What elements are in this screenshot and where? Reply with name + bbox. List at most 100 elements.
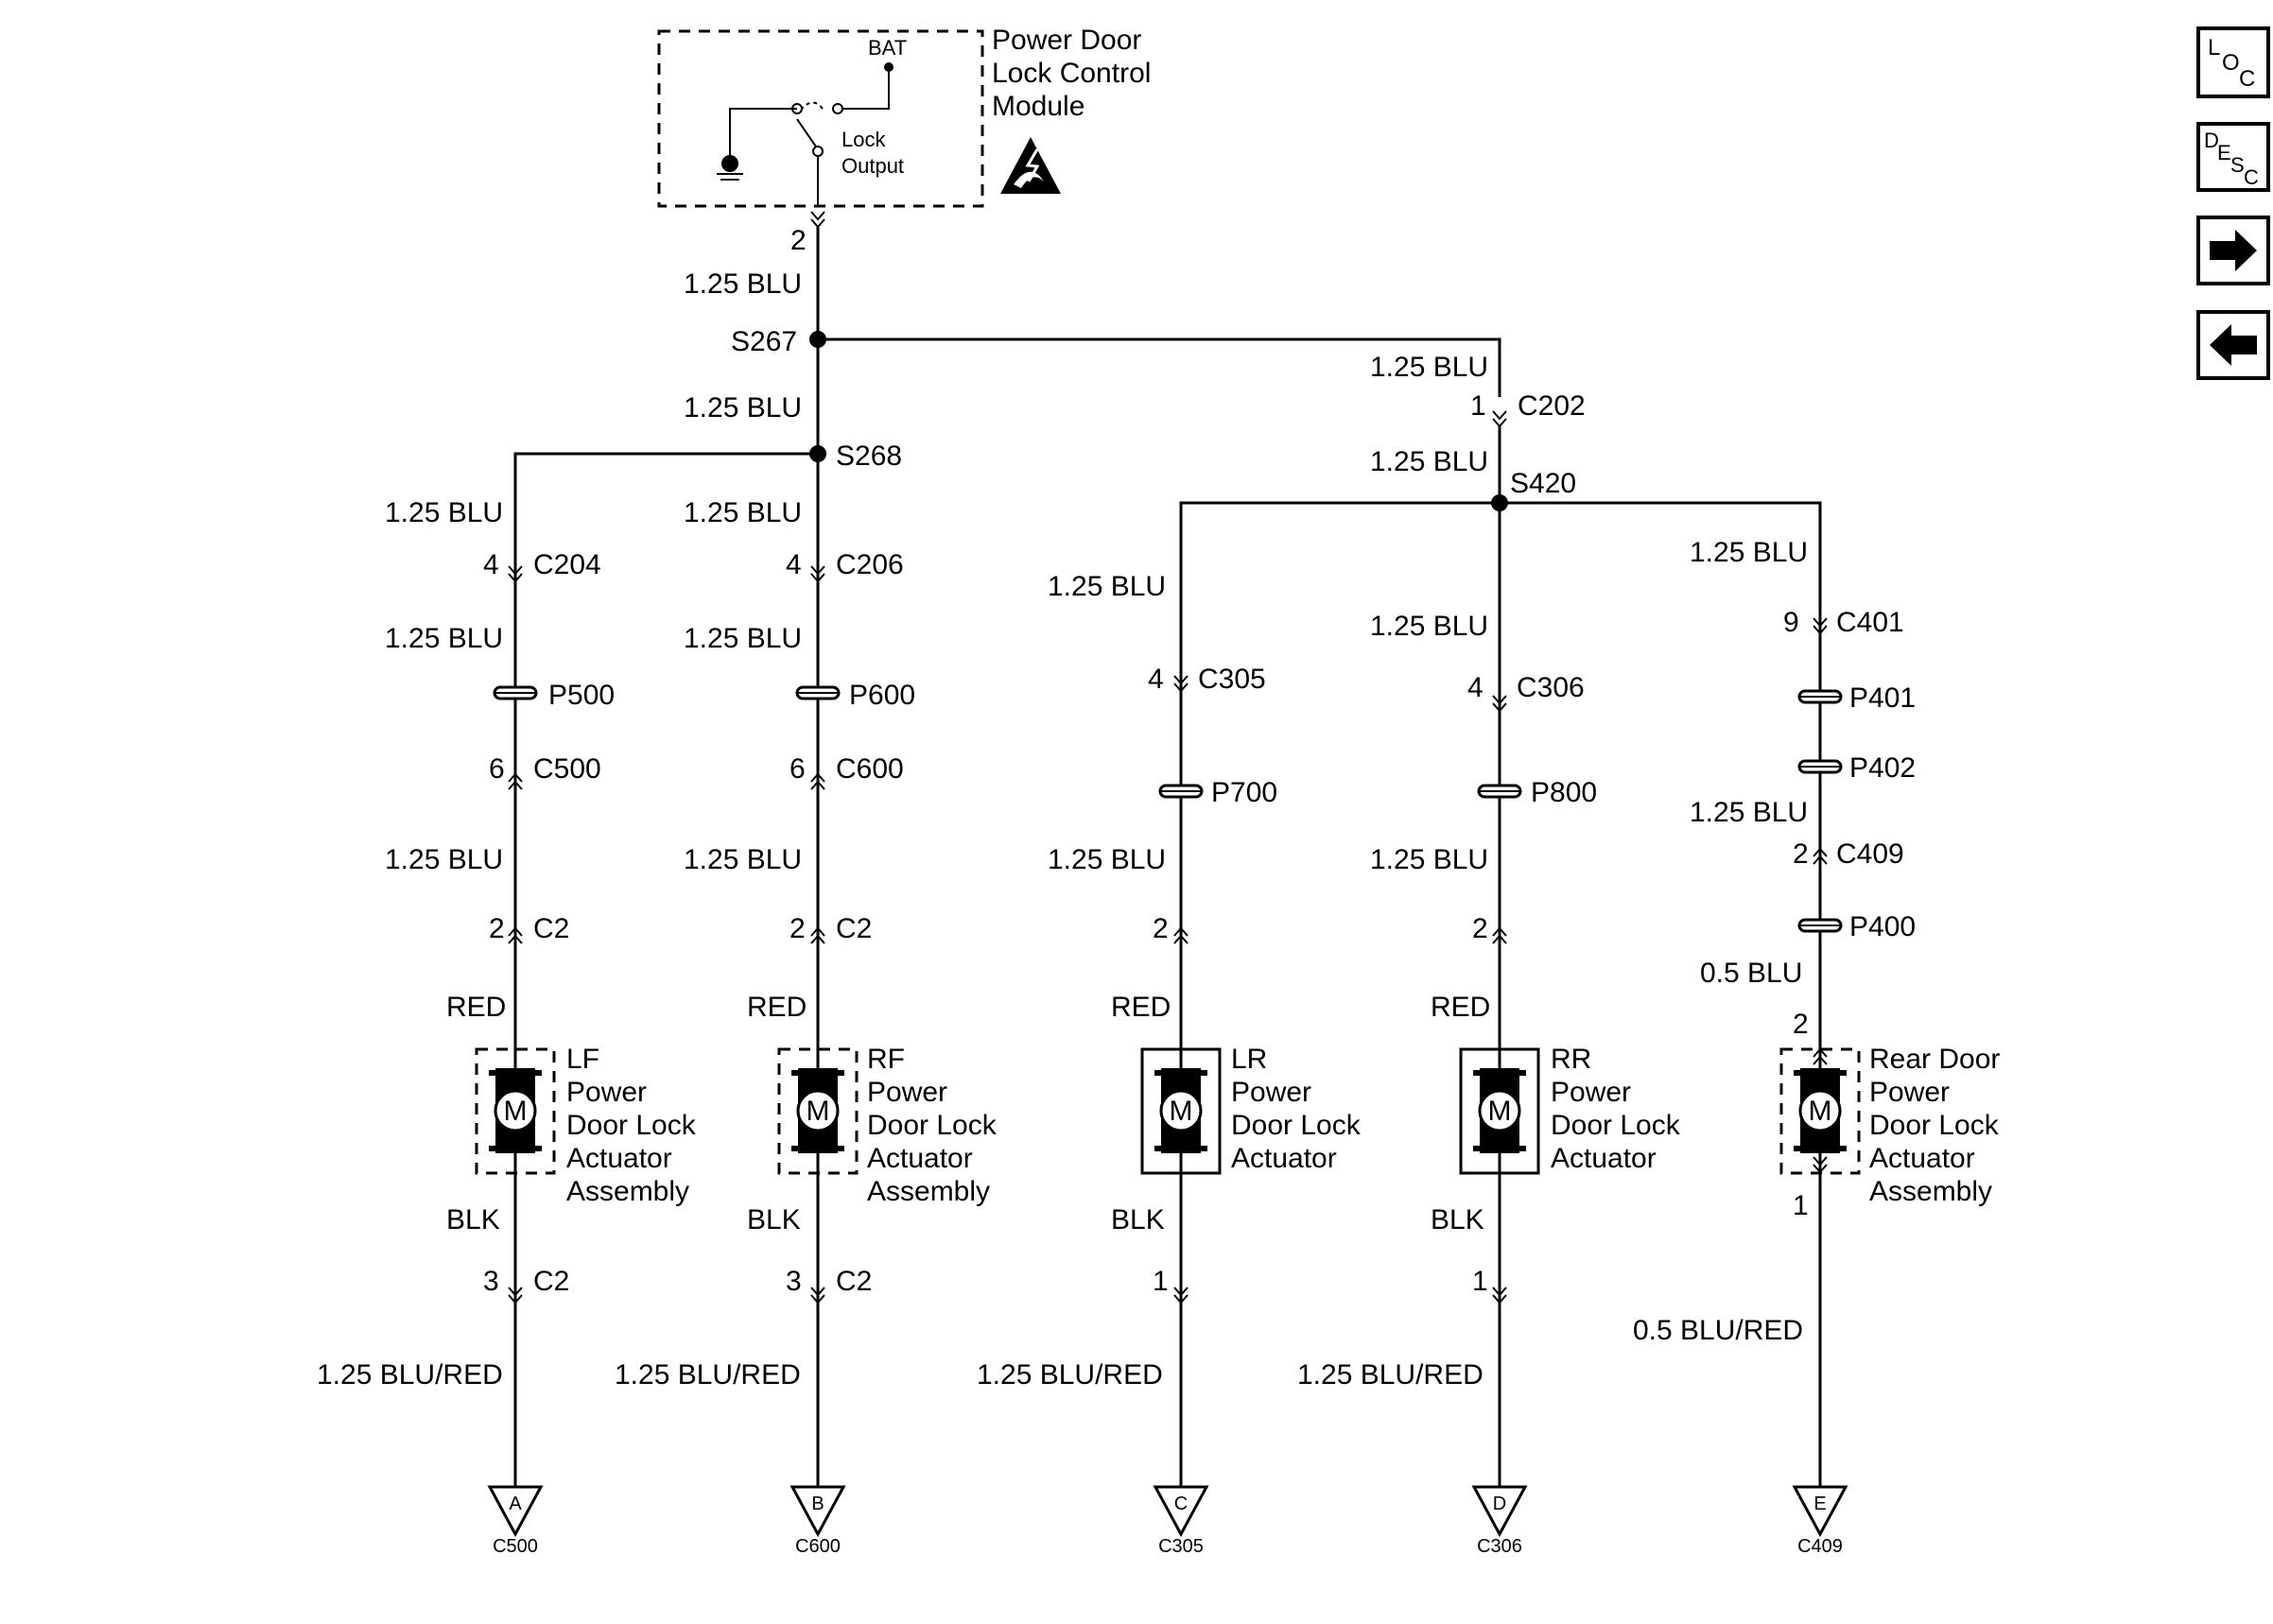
rf-actuator-name: Assembly [867, 1176, 990, 1207]
c202-pin-label: 1 [1470, 390, 1486, 422]
rf-c206-label: C206 [836, 549, 904, 580]
nav-buttons: L O C D E S C [2196, 26, 2270, 380]
rf-actuator-name: Power [867, 1077, 947, 1108]
loc-letter: L [2208, 35, 2220, 60]
ground-a-letter: A [509, 1494, 522, 1514]
lf-c500-label: C500 [533, 753, 601, 785]
rr-blk-wire-label: BLK [1431, 1204, 1484, 1235]
desc-button[interactable]: D E S C [2196, 122, 2270, 192]
rear-actuator-name: Assembly [1869, 1176, 1992, 1207]
ground-c-letter: C [1174, 1494, 1188, 1514]
desc-letter: S [2230, 153, 2245, 177]
lock-output-label-line-2: Output [842, 154, 904, 178]
rear-p400-label: P400 [1849, 911, 1916, 942]
rf-c2-pin: 2 [789, 913, 806, 944]
rear-actuator-name: Door Lock [1869, 1110, 2000, 1141]
lf-actuator-name: Door Lock [566, 1110, 697, 1141]
arrow-left-icon [2210, 324, 2257, 366]
ground-b-letter: B [811, 1494, 824, 1514]
rear-actuator-name: Power [1869, 1077, 1950, 1108]
rr-red-wire-label: RED [1431, 992, 1490, 1023]
lock-output-label-line-1: Lock [842, 128, 886, 151]
rf-c206-pin: 4 [786, 549, 802, 580]
rear-actuator-name: Rear Door [1869, 1044, 2000, 1075]
main-feed-circuit: 2 1.25 BLU S267 1.25 BLU S268 1.25 BLU 1… [684, 211, 1586, 511]
rf-actuator-name: Actuator [867, 1143, 973, 1174]
module-title-line-2: Lock Control [992, 58, 1151, 89]
lf-actuator-name: Actuator [566, 1143, 672, 1174]
rr-ground-wire-label: 1.25 BLU/RED [1297, 1359, 1484, 1391]
lf-c204-pin: 4 [483, 549, 499, 580]
ground-e-letter: E [1813, 1494, 1826, 1514]
rr-pin-2: 2 [1472, 913, 1488, 944]
s267-s268-wire-label: 1.25 BLU [684, 392, 802, 423]
loc-letter: O [2222, 50, 2240, 76]
rf-p600-label: P600 [849, 680, 915, 711]
lf-red-wire-label: RED [446, 992, 506, 1023]
power-door-lock-control-module: Power Door Lock Control Module BAT Lock … [657, 25, 1151, 208]
lf-actuator-name: Assembly [566, 1176, 689, 1207]
lf-actuator-name: Power [566, 1077, 647, 1108]
rear-c401-label: C401 [1836, 607, 1904, 638]
lf-wire-label: 1.25 BLU [385, 844, 503, 875]
next-page-button[interactable] [2196, 216, 2270, 285]
ground-e-connector: C409 [1797, 1536, 1843, 1557]
rear-c409-pin: 2 [1793, 838, 1809, 870]
rr-actuator-name: RR [1551, 1044, 1591, 1075]
lf-actuator-circuit: 1.25 BLU 4 C204 1.25 BLU P500 6 C500 1.2… [317, 452, 818, 1557]
rf-wire-label: 1.25 BLU [684, 497, 802, 528]
lf-c2-label: C2 [533, 913, 569, 944]
lf-motor-label: M [504, 1096, 528, 1127]
loc-button[interactable]: L O C [2196, 26, 2270, 98]
rr-motor-label: M [1488, 1096, 1512, 1127]
module-pin-label: 2 [790, 225, 807, 256]
lr-wire-label: 1.25 BLU [1048, 571, 1166, 602]
module-title-line-1: Power Door [992, 25, 1141, 56]
rear-c401-pin: 9 [1783, 607, 1799, 638]
rf-actuator-name: RF [867, 1044, 905, 1075]
lr-c305-label: C305 [1198, 664, 1266, 695]
lr-pin-1: 1 [1153, 1266, 1169, 1297]
rear-wire-label: 0.5 BLU [1700, 958, 1802, 989]
previous-page-button[interactable] [2196, 310, 2270, 380]
rr-p800-label: P800 [1531, 777, 1597, 808]
lf-wire-label: 1.25 BLU [385, 623, 503, 654]
c202-wire-top-label: 1.25 BLU [1370, 352, 1488, 383]
rf-actuator-circuit: 1.25 BLU 4 C206 1.25 BLU P600 6 C600 1.2… [615, 454, 998, 1557]
rf-c600-pin: 6 [789, 753, 806, 785]
lr-wire-label: 1.25 BLU [1048, 844, 1166, 875]
splice-s267-label: S267 [731, 326, 797, 357]
desc-letter: D [2204, 129, 2219, 152]
rf-c2-ground-label: C2 [836, 1266, 872, 1297]
lf-actuator-name: LF [566, 1044, 599, 1075]
splice-s420-label: S420 [1510, 468, 1576, 499]
rf-c2-label: C2 [836, 913, 872, 944]
ground-d-letter: D [1493, 1494, 1506, 1514]
rf-actuator-name: Door Lock [867, 1110, 998, 1141]
ground-c-connector: C305 [1158, 1536, 1204, 1557]
lr-c305-pin: 4 [1148, 664, 1164, 695]
rf-ground-wire-label: 1.25 BLU/RED [615, 1359, 801, 1391]
lr-actuator-name: LR [1231, 1044, 1267, 1075]
lr-motor-label: M [1170, 1096, 1193, 1127]
lr-actuator-name: Actuator [1231, 1143, 1337, 1174]
c202-wire-bottom-label: 1.25 BLU [1370, 446, 1488, 477]
lr-p700-label: P700 [1211, 777, 1277, 808]
ground-b-connector: C600 [795, 1536, 841, 1557]
rr-actuator-name: Actuator [1551, 1143, 1657, 1174]
lr-blk-wire-label: BLK [1111, 1204, 1165, 1235]
ground-d-connector: C306 [1477, 1536, 1522, 1557]
lr-actuator-name: Door Lock [1231, 1110, 1362, 1141]
module-ground-icon [717, 151, 743, 181]
rr-actuator-name: Door Lock [1551, 1110, 1681, 1141]
rf-blk-wire-label: BLK [747, 1204, 801, 1235]
rf-red-wire-label: RED [747, 992, 807, 1023]
lf-p500-label: P500 [548, 680, 615, 711]
lf-wire-label: 1.25 BLU [385, 497, 503, 528]
rear-c409-label: C409 [1836, 838, 1904, 870]
bat-label: BAT [868, 36, 907, 60]
rr-actuator-name: Power [1551, 1077, 1631, 1108]
lr-actuator-circuit: 1.25 BLU 4 C305 P700 1.25 BLU 2 RED M LR… [977, 571, 1362, 1557]
rear-wire-label: 1.25 BLU [1690, 537, 1808, 568]
